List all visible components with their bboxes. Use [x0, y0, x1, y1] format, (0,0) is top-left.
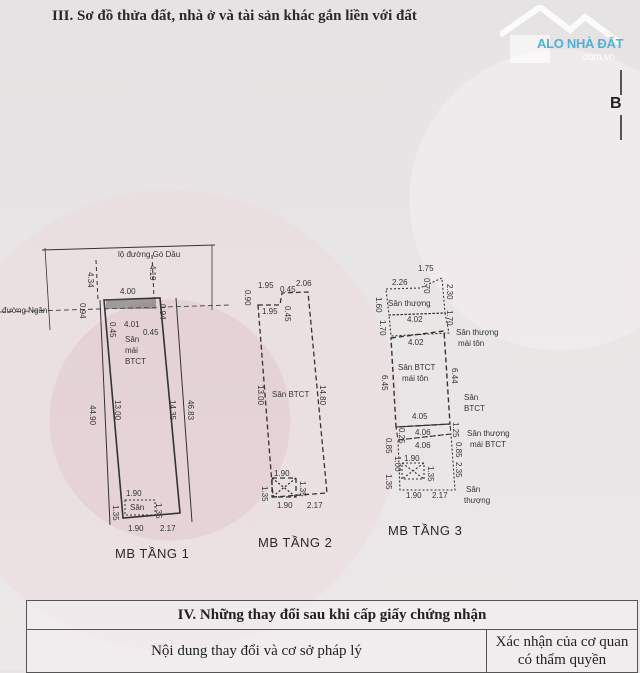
svg-text:Sân thượng: Sân thượng: [456, 328, 499, 337]
plan-3-labels: 1.75 2.26 0.70 2.30 1.60 Sân thượng 4.02…: [374, 264, 510, 538]
svg-text:1.35: 1.35: [298, 481, 307, 497]
svg-text:0.45: 0.45: [283, 306, 292, 322]
svg-text:4.05: 4.05: [412, 412, 428, 421]
svg-text:Sân thượng: Sân thượng: [388, 299, 431, 308]
svg-text:0.94: 0.94: [78, 303, 87, 319]
plan-1-caption: MB TẦNG 1: [115, 546, 189, 561]
authority-header-line-1: Xác nhận của cơ quan: [495, 634, 629, 650]
svg-text:6.44: 6.44: [450, 368, 459, 384]
svg-text:0.45: 0.45: [280, 285, 296, 294]
north-arrow-icon: [620, 70, 622, 140]
svg-text:0.85: 0.85: [384, 438, 393, 454]
changes-table: IV. Những thay đổi sau khi cấp giấy chứn…: [26, 600, 638, 673]
svg-text:2.17: 2.17: [160, 524, 176, 533]
table-header-row: Nội dung thay đổi và cơ sở pháp lý Xác n…: [27, 630, 637, 673]
column-header-change-content: Nội dung thay đổi và cơ sở pháp lý: [27, 630, 487, 672]
svg-text:lộ đường Gò Dầu: lộ đường Gò Dầu: [118, 250, 180, 259]
watermark-domain: .com.vn: [580, 52, 616, 63]
north-arrow-label: B: [610, 95, 622, 112]
svg-text:14.35: 14.35: [168, 400, 177, 421]
svg-text:mái tôn: mái tôn: [402, 374, 428, 383]
svg-text:1.35: 1.35: [154, 503, 163, 519]
svg-text:1.25: 1.25: [451, 422, 460, 438]
svg-text:1.95: 1.95: [262, 307, 278, 316]
svg-text:mái: mái: [125, 346, 138, 355]
svg-text:Sân BTCT: Sân BTCT: [398, 363, 435, 372]
column-header-authority-confirmation: Xác nhận của cơ quan có thẩm quyền: [487, 630, 637, 672]
svg-text:1.90: 1.90: [277, 501, 293, 510]
svg-text:Sân thượng: Sân thượng: [467, 429, 510, 438]
svg-text:4.01: 4.01: [124, 320, 140, 329]
svg-text:đường Ngân: đường Ngân: [2, 306, 47, 315]
house-logo-icon: [500, 5, 622, 63]
svg-text:1.35: 1.35: [111, 505, 120, 521]
svg-text:6.45: 6.45: [380, 375, 389, 391]
svg-text:Sân: Sân: [466, 485, 480, 494]
svg-text:2.17: 2.17: [307, 501, 323, 510]
svg-text:13.00: 13.00: [256, 385, 265, 406]
authority-header-line-2: có thẩm quyền: [517, 652, 607, 668]
svg-text:1.90: 1.90: [406, 491, 422, 500]
svg-text:1.90: 1.90: [128, 524, 144, 533]
svg-text:1.00: 1.00: [393, 456, 402, 472]
svg-text:1.75: 1.75: [418, 264, 434, 273]
svg-text:2.17: 2.17: [432, 491, 448, 500]
plan-3: [385, 277, 456, 491]
svg-text:Sân: Sân: [464, 393, 478, 402]
plan-1: [0, 244, 231, 526]
svg-text:1.90: 1.90: [126, 489, 142, 498]
svg-text:Sân: Sân: [130, 503, 144, 512]
svg-text:14.80: 14.80: [318, 385, 327, 406]
svg-text:1.35: 1.35: [426, 466, 435, 482]
svg-text:Sân BTCT: Sân BTCT: [272, 390, 309, 399]
svg-text:1.35: 1.35: [384, 474, 393, 490]
svg-text:2.06: 2.06: [296, 279, 312, 288]
floor-plans: lộ đường Gò Dầu đường Ngân 4.00 4.34 4.1…: [0, 244, 510, 561]
watermark-brand: ALO NHÀ ĐẤT: [537, 36, 624, 51]
svg-text:0.25: 0.25: [397, 428, 406, 444]
svg-text:4.34: 4.34: [86, 272, 95, 288]
svg-text:1.95: 1.95: [258, 281, 274, 290]
svg-text:13.00: 13.00: [113, 400, 122, 421]
svg-text:0.90: 0.90: [243, 290, 252, 306]
plan-1-labels: lộ đường Gò Dầu đường Ngân 4.00 4.34 4.1…: [2, 250, 195, 561]
svg-text:mái tôn: mái tôn: [458, 339, 484, 348]
svg-text:44.90: 44.90: [88, 405, 97, 426]
svg-text:4.02: 4.02: [407, 315, 423, 324]
svg-text:1.90: 1.90: [274, 469, 290, 478]
svg-text:2.26: 2.26: [392, 278, 408, 287]
svg-text:2.35: 2.35: [454, 462, 463, 478]
svg-text:2.30: 2.30: [445, 284, 454, 300]
plan-2: [257, 291, 328, 498]
svg-text:1.90: 1.90: [404, 454, 420, 463]
svg-text:4.02: 4.02: [408, 338, 424, 347]
plan-2-caption: MB TẦNG 2: [258, 535, 332, 550]
svg-text:4.06: 4.06: [415, 428, 431, 437]
svg-text:1.70: 1.70: [378, 320, 387, 336]
section-4-title: IV. Những thay đổi sau khi cấp giấy chứn…: [27, 601, 637, 630]
svg-text:0.45: 0.45: [143, 328, 159, 337]
section-3-title: III. Sơ đồ thửa đất, nhà ở và tài sản kh…: [52, 8, 417, 24]
svg-text:BTCT: BTCT: [125, 357, 146, 366]
svg-text:4.06: 4.06: [415, 441, 431, 450]
svg-text:46.83: 46.83: [186, 400, 195, 421]
svg-text:0.85: 0.85: [454, 442, 463, 458]
svg-text:4.00: 4.00: [120, 287, 136, 296]
svg-text:Sân: Sân: [125, 335, 139, 344]
plan-3-caption: MB TẦNG 3: [388, 523, 462, 538]
svg-text:0.45: 0.45: [108, 322, 117, 338]
svg-text:BTCT: BTCT: [464, 404, 485, 413]
svg-text:0.70: 0.70: [422, 278, 431, 294]
plan-2-labels: 1.95 0.45 2.06 0.90 1.95 0.45 Sân BTCT 1…: [243, 279, 332, 550]
svg-text:1.60: 1.60: [374, 297, 383, 313]
svg-text:1.70: 1.70: [445, 310, 454, 326]
svg-text:1.35: 1.35: [260, 486, 269, 502]
svg-text:thượng: thượng: [464, 496, 490, 505]
svg-text:mái BTCT: mái BTCT: [470, 440, 506, 449]
svg-text:4.19: 4.19: [148, 265, 157, 281]
svg-text:0.94: 0.94: [158, 304, 167, 320]
